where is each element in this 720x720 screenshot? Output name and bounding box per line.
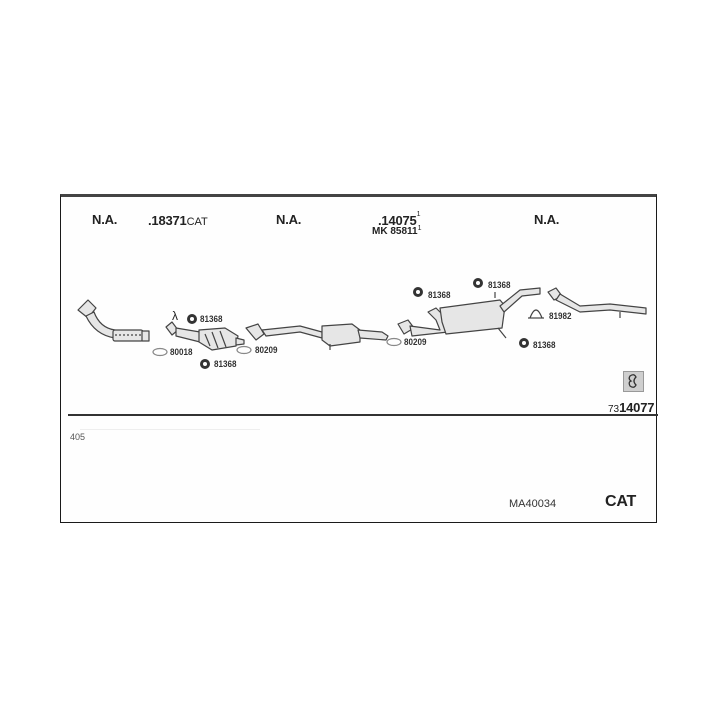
part-clamp-81368-e: 81368 — [533, 340, 556, 351]
part-gasket-80209-a: 80209 — [255, 345, 278, 356]
header-col-4-sub: MK 858111 — [372, 225, 422, 237]
front-pipe-icon — [77, 299, 150, 342]
part-clamp-81368-a: 81368 — [200, 314, 223, 325]
part-gasket-80209-b: 80209 — [404, 337, 427, 348]
part-clamp-81368-c: 81368 — [428, 290, 451, 301]
diagram-reference-number: 7314077 — [608, 400, 655, 415]
tail-pipe-icon — [547, 287, 647, 318]
header-col-4: .140751 — [378, 211, 421, 228]
catalytic-converter-icon — [165, 321, 245, 351]
section-divider — [68, 414, 658, 416]
vehicle-code: 405 — [70, 432, 86, 442]
diagram-reference-icon — [623, 371, 644, 392]
rear-silencer-icon — [397, 287, 541, 339]
type-label-cat: CAT — [605, 493, 637, 510]
header-col-2: .18371CAT — [148, 213, 208, 228]
header-col-5: N.A. — [534, 212, 560, 227]
hanger-icons — [187, 278, 529, 369]
part-gasket-80018: 80018 — [170, 347, 193, 358]
u-bolt-clamp-icon — [528, 309, 544, 319]
gasket-icons — [152, 337, 402, 357]
header-col-3: N.A. — [276, 212, 302, 227]
faint-rule — [80, 429, 260, 430]
lambda-sensor-symbol: λ — [172, 309, 178, 323]
intermediate-pipe-icon — [245, 323, 389, 350]
diagram-frame — [60, 194, 657, 523]
part-clamp-81368-d: 81368 — [488, 280, 511, 291]
part-u-bolt-81982: 81982 — [549, 311, 572, 322]
header-col-1: N.A. — [92, 212, 118, 227]
kit-code: MA40034 — [509, 498, 557, 510]
part-clamp-81368-b: 81368 — [214, 359, 237, 370]
